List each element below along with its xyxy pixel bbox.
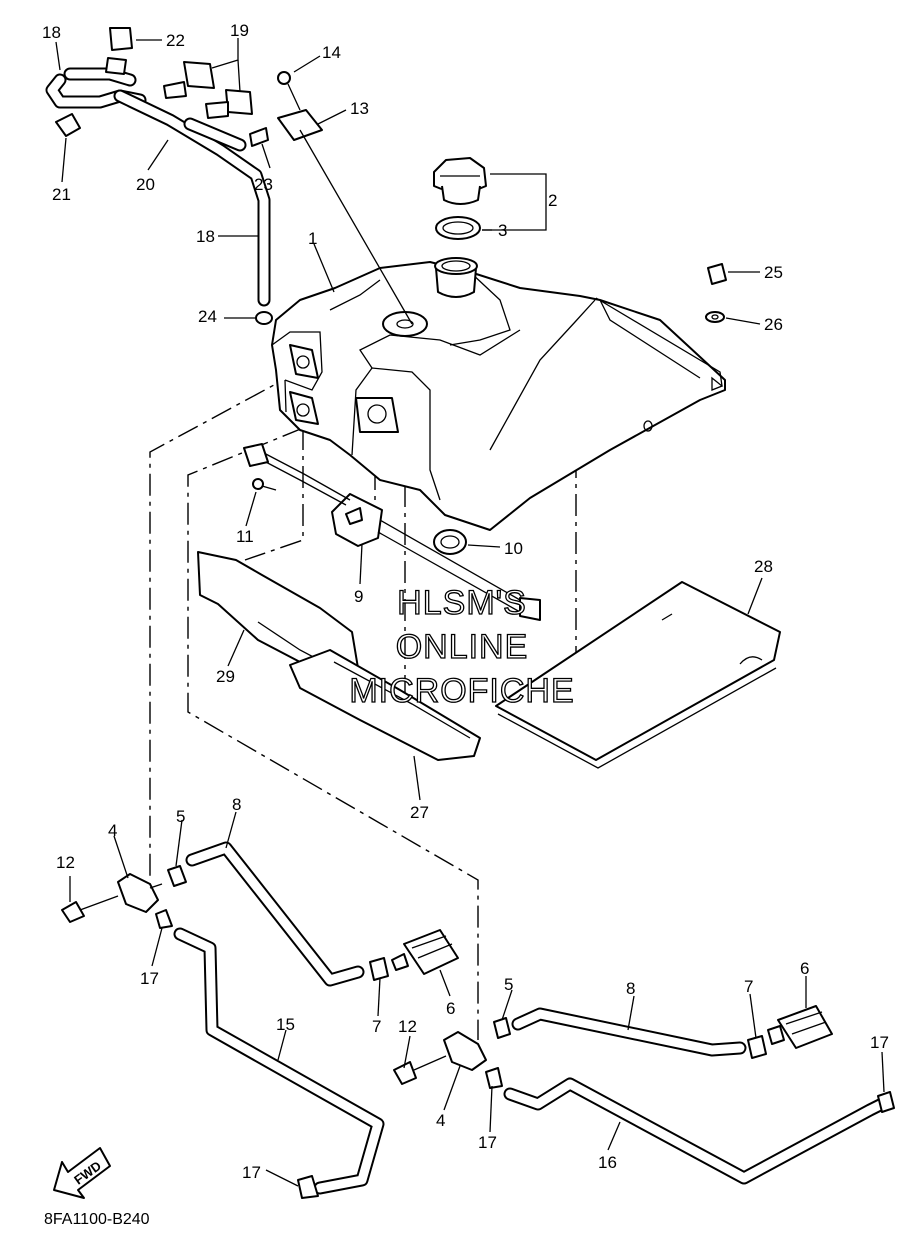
heat-shield-28 (495, 581, 781, 769)
callout-5-left: 5 (176, 807, 185, 826)
mount-nut (705, 263, 727, 323)
callout-7-right: 7 (744, 977, 753, 996)
fuel-filter-right (767, 1005, 833, 1049)
callout-26: 26 (764, 315, 783, 334)
callout-19: 19 (230, 21, 249, 40)
callout-3: 3 (498, 221, 507, 240)
fuel-cock-left (61, 865, 187, 929)
callout-4-right: 4 (436, 1111, 445, 1130)
callout-17-a: 17 (140, 969, 159, 988)
callout-28: 28 (754, 557, 773, 576)
vent-fittings (163, 61, 253, 119)
callout-23: 23 (254, 175, 273, 194)
callout-4-left: 4 (108, 821, 117, 840)
callout-14: 14 (322, 43, 341, 62)
callout-12-left: 12 (56, 853, 75, 872)
cap-gasket (435, 216, 481, 240)
callout-1: 1 (308, 229, 317, 248)
callout-5-right: 5 (504, 975, 513, 994)
heat-shield-27 (289, 649, 481, 761)
callout-12-right: 12 (398, 1017, 417, 1036)
fuel-hoses-left (173, 841, 389, 1199)
sender-bolt (252, 478, 277, 491)
callout-17-b: 17 (478, 1133, 497, 1152)
breather-hoses (45, 67, 273, 325)
callout-7-left: 7 (372, 1017, 381, 1036)
callout-29: 29 (216, 667, 235, 686)
callout-22: 22 (166, 31, 185, 50)
watermark-line-1: HLSM'S (397, 584, 527, 622)
callout-11: 11 (236, 527, 254, 546)
fuel-filter-left (391, 929, 459, 975)
callout-18-mid: 18 (196, 227, 215, 246)
callout-24: 24 (198, 307, 217, 326)
callout-9: 9 (354, 587, 363, 606)
fuel-sender (243, 443, 541, 621)
fuel-tank (271, 257, 726, 531)
callout-17-c: 17 (870, 1033, 889, 1052)
callout-numbers: 1 2 3 4 4 5 5 6 6 7 7 8 8 9 10 11 12 12 … (42, 21, 889, 1182)
callout-8-right: 8 (626, 979, 635, 998)
callout-6-left: 6 (446, 999, 455, 1018)
callout-17-d: 17 (242, 1163, 261, 1182)
callout-6-right: 6 (800, 959, 809, 978)
fuel-hoses-right (503, 1007, 895, 1185)
callout-25: 25 (764, 263, 783, 282)
diagram-code: 8FA1100-B240 (44, 1211, 150, 1228)
callout-21: 21 (52, 185, 71, 204)
callout-27: 27 (410, 803, 429, 822)
leader-lines (55, 38, 885, 1187)
callout-18-top: 18 (42, 23, 61, 42)
sender-gasket (433, 529, 467, 555)
callout-13: 13 (350, 99, 369, 118)
callout-15: 15 (276, 1015, 295, 1034)
callout-8-left: 8 (232, 795, 241, 814)
callout-20: 20 (136, 175, 155, 194)
callout-2: 2 (548, 191, 557, 210)
fuel-cock-right (393, 1017, 511, 1089)
tank-cap (433, 157, 487, 205)
callout-10: 10 (504, 539, 523, 558)
watermark-line-3: MICROFICHE (349, 672, 574, 710)
breather-joint (249, 71, 413, 325)
hose-clips (55, 27, 133, 137)
callout-16: 16 (598, 1153, 617, 1172)
fwd-arrow: FWD (53, 1147, 111, 1199)
watermark-line-2: ONLINE (396, 628, 529, 666)
watermark: HLSM'S ONLINE MICROFICHE (349, 583, 575, 710)
